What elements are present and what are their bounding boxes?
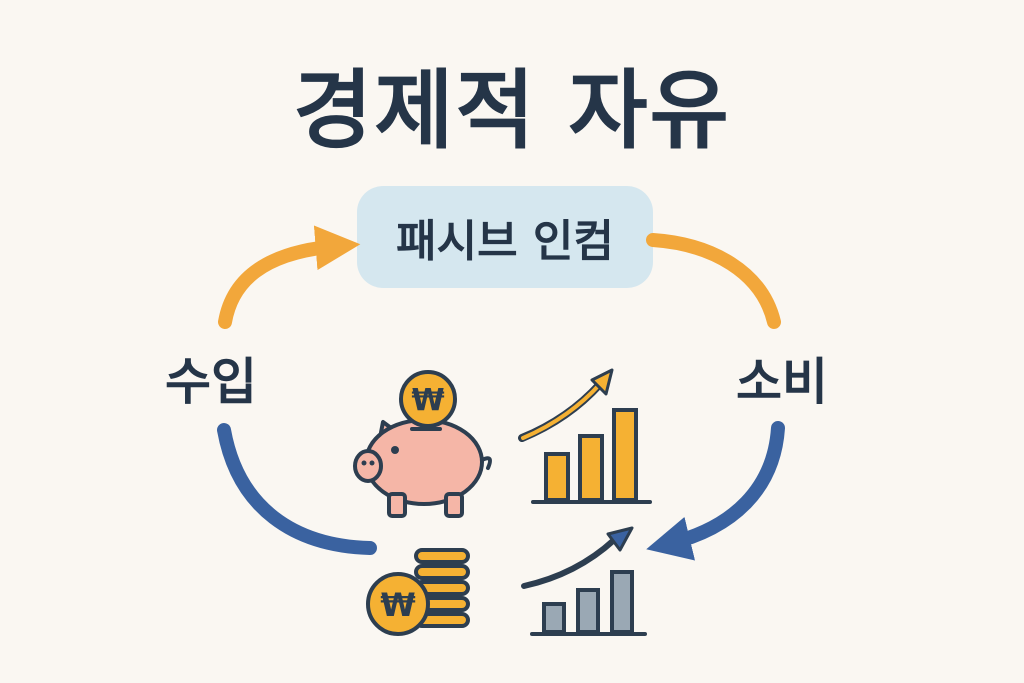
arrow-spending-loop — [646, 421, 785, 561]
spending-label: 소비 — [736, 353, 828, 411]
arrow-income-to-passive — [218, 225, 361, 329]
gray-growth-chart-icon — [521, 526, 647, 636]
income-label: 수입 — [165, 353, 257, 411]
growth-chart-icon — [518, 368, 652, 504]
arrow-loop-to-income — [217, 423, 377, 555]
coin-stack-icon: ₩ — [366, 548, 470, 636]
won-coin-icon: ₩ — [399, 370, 457, 428]
won-symbol-top: ₩ — [411, 383, 444, 418]
piggy-bank-icon — [353, 418, 492, 518]
page-title: 경제적 자유 — [293, 61, 731, 161]
won-symbol-bottom: ₩ — [380, 586, 415, 624]
passive-income-box: 패시브 인컴 — [357, 186, 653, 288]
passive-income-label: 패시브 인컴 — [396, 216, 614, 267]
arrow-passive-to-spending — [646, 233, 781, 329]
